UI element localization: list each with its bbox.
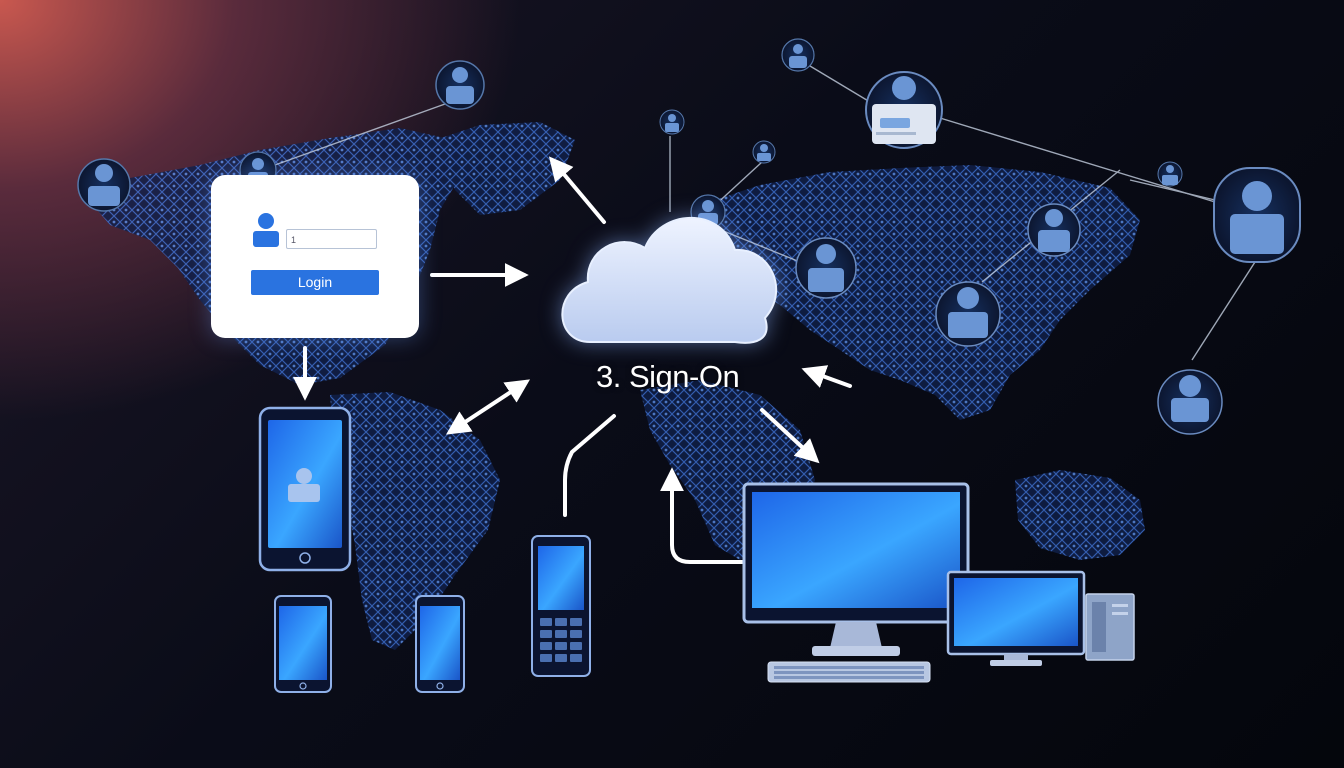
arrow-bidirectional xyxy=(445,379,531,435)
map-australia xyxy=(1015,470,1145,560)
monitor-icon xyxy=(742,482,970,656)
avatar-node-7 xyxy=(752,140,776,164)
login-panel xyxy=(211,175,419,338)
feature-phone-icon xyxy=(531,535,591,677)
avatar-node-12 xyxy=(1157,161,1183,187)
arrow-phone-to-cloud xyxy=(563,414,616,517)
avatar-node-1 xyxy=(435,60,485,110)
flow-arrows xyxy=(293,156,852,564)
smartphone-small-2 xyxy=(415,595,465,693)
sign-on-caption: 3. Sign-On xyxy=(596,359,740,394)
secondary-monitor xyxy=(946,570,1086,666)
map-greenland xyxy=(435,122,575,215)
arrow-to-cloud-right xyxy=(801,365,852,388)
avatar-node-6 xyxy=(659,109,685,135)
arrow-desktop-to-cloud xyxy=(660,467,744,564)
login-button[interactable]: Login xyxy=(251,270,379,295)
smartphone-small-1 xyxy=(274,595,332,693)
avatar-node-2 xyxy=(77,158,131,212)
arrow-cloud-to-map xyxy=(548,156,606,224)
avatar-node-13 xyxy=(1213,167,1301,263)
cloud-icon xyxy=(561,216,778,344)
avatar-node-10 xyxy=(1027,203,1081,257)
smartphone-large xyxy=(258,406,352,572)
arrow-cloud-to-desktop xyxy=(760,408,820,464)
avatar-node-9 xyxy=(795,237,857,299)
keyboard-icon xyxy=(767,661,931,683)
avatar-node-11 xyxy=(935,281,1001,347)
computer-tower-icon xyxy=(1085,593,1135,661)
avatar-node-5 xyxy=(865,71,943,149)
username-field[interactable]: 1 xyxy=(286,229,377,249)
avatar-node-4 xyxy=(781,38,815,72)
map-south-america xyxy=(330,392,500,650)
user-icon xyxy=(253,213,279,247)
avatar-node-14 xyxy=(1157,369,1223,435)
